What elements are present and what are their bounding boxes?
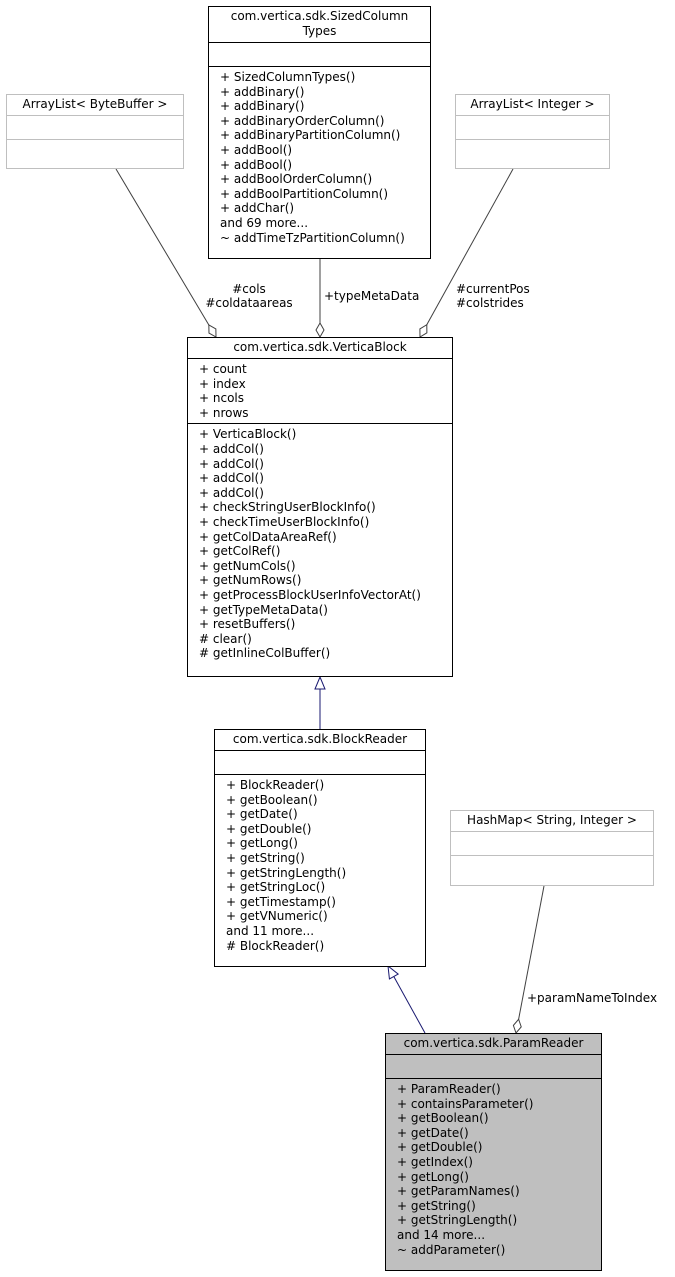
- member: + SizedColumnTypes(): [220, 70, 356, 84]
- class-arraylist-bytebuffer[interactable]: ArrayList< ByteBuffer >: [6, 94, 184, 169]
- member: + addCol(): [199, 456, 264, 471]
- member: + getStringLength(): [226, 865, 347, 880]
- member: + addBinaryPartitionColumn(): [220, 128, 401, 143]
- class-arraylist-integer[interactable]: ArrayList< Integer >: [455, 94, 610, 169]
- member: + addBinary(): [220, 84, 305, 99]
- class-sized-column-types[interactable]: com.vertica.sdk.SizedColumn Types + Size…: [208, 6, 431, 259]
- member: # BlockReader(): [226, 938, 325, 953]
- member: + getString(): [397, 1198, 476, 1213]
- attributes-section: [451, 832, 653, 856]
- methods-section: [7, 140, 183, 163]
- member: + getLong(): [226, 836, 298, 851]
- member: + addBool(): [220, 157, 293, 172]
- attributes-section: [456, 116, 609, 140]
- member: + getProcessBlockUserInfoVectorAt(): [199, 587, 421, 602]
- member: ~ addTimeTzPartitionColumn(): [220, 230, 405, 245]
- attributes-section: + count+ index+ ncols+ nrows: [188, 359, 452, 425]
- class-hashmap[interactable]: HashMap< String, Integer >: [450, 810, 654, 886]
- member: + getStringLoc(): [226, 880, 326, 895]
- member: + addCol(): [199, 441, 264, 456]
- member: + addBool(): [220, 142, 293, 157]
- methods-section: + BlockReader()+ getBoolean()+ getDate()…: [215, 775, 425, 956]
- member: + getDate(): [226, 807, 298, 822]
- attributes-section: [386, 1055, 601, 1079]
- member: + VerticaBlock(): [199, 427, 297, 442]
- member: + getBoolean(): [226, 792, 318, 807]
- member: + getParamNames(): [397, 1184, 520, 1199]
- class-name: com.vertica.sdk.VerticaBlock: [188, 338, 452, 359]
- attributes-section: [209, 43, 430, 67]
- member: and 14 more...: [397, 1227, 486, 1242]
- edge-cols: [115, 168, 217, 338]
- member: + addCol(): [199, 471, 264, 486]
- class-name: HashMap< String, Integer >: [451, 811, 653, 832]
- member: + getDouble(): [226, 821, 312, 836]
- edge-label-cols: #cols #coldataareas: [205, 282, 293, 310]
- member: + getTypeMetaData(): [199, 602, 328, 617]
- member: + getColRef(): [199, 544, 281, 559]
- member: ~ addParameter(): [397, 1242, 506, 1257]
- member: # clear(): [199, 631, 252, 646]
- methods-section: [456, 140, 609, 163]
- class-name: ArrayList< Integer >: [456, 95, 609, 116]
- member: + checkTimeUserBlockInfo(): [199, 514, 370, 529]
- member: + ParamReader(): [397, 1082, 501, 1096]
- class-name: com.vertica.sdk.ParamReader: [386, 1034, 601, 1055]
- member: + addBinary(): [220, 99, 305, 114]
- methods-section: [451, 856, 653, 879]
- member: + getString(): [226, 850, 305, 865]
- member: + addCol(): [199, 485, 264, 500]
- class-name: com.vertica.sdk.SizedColumn Types: [209, 7, 430, 43]
- methods-section: + VerticaBlock()+ addCol()+ addCol()+ ad…: [188, 424, 452, 664]
- edge-label-current-pos: #currentPos #colstrides: [456, 282, 530, 310]
- member: + getColDataAreaRef(): [199, 529, 337, 544]
- edge-inherit-paramreader: [388, 966, 426, 1034]
- member: + getNumCols(): [199, 558, 296, 573]
- member: + containsParameter(): [397, 1096, 534, 1111]
- member: + addBoolPartitionColumn(): [220, 186, 389, 201]
- member: + index: [199, 376, 246, 391]
- class-name: com.vertica.sdk.BlockReader: [215, 730, 425, 751]
- edge-param-name-to-index: [512, 885, 545, 1034]
- member: + addBinaryOrderColumn(): [220, 113, 385, 128]
- member: + nrows: [199, 405, 249, 420]
- class-block-reader[interactable]: com.vertica.sdk.BlockReader + BlockReade…: [214, 729, 426, 967]
- attributes-section: [215, 751, 425, 775]
- member: + getBoolean(): [397, 1111, 489, 1126]
- edge-label-param-name-to-index: +paramNameToIndex: [527, 991, 658, 1005]
- member: + ncols: [199, 391, 244, 406]
- member: + getLong(): [397, 1169, 469, 1184]
- member: + addBoolOrderColumn(): [220, 172, 373, 187]
- member: + getTimestamp(): [226, 894, 336, 909]
- member: + getVNumeric(): [226, 909, 328, 924]
- member: + count: [199, 362, 247, 376]
- member: and 69 more...: [220, 215, 309, 230]
- methods-section: + ParamReader()+ containsParameter()+ ge…: [386, 1079, 601, 1260]
- methods-section: + SizedColumnTypes()+ addBinary()+ addBi…: [209, 67, 430, 248]
- edge-current-pos: [419, 168, 514, 338]
- member: + addChar(): [220, 201, 295, 216]
- member: and 11 more...: [226, 923, 315, 938]
- edge-label-type-meta-data: +typeMetaData: [324, 289, 420, 303]
- class-param-reader[interactable]: com.vertica.sdk.ParamReader + ParamReade…: [385, 1033, 602, 1271]
- member: + getNumRows(): [199, 573, 302, 588]
- member: + getStringLength(): [397, 1213, 518, 1228]
- member: + resetBuffers(): [199, 617, 296, 632]
- member: + BlockReader(): [226, 778, 325, 792]
- class-name: ArrayList< ByteBuffer >: [7, 95, 183, 116]
- member: + getDouble(): [397, 1140, 483, 1155]
- attributes-section: [7, 116, 183, 140]
- member: # getInlineColBuffer(): [199, 646, 331, 661]
- member: + checkStringUserBlockInfo(): [199, 500, 376, 515]
- member: + getIndex(): [397, 1154, 473, 1169]
- class-vertica-block[interactable]: com.vertica.sdk.VerticaBlock + count+ in…: [187, 337, 453, 677]
- member: + getDate(): [397, 1125, 469, 1140]
